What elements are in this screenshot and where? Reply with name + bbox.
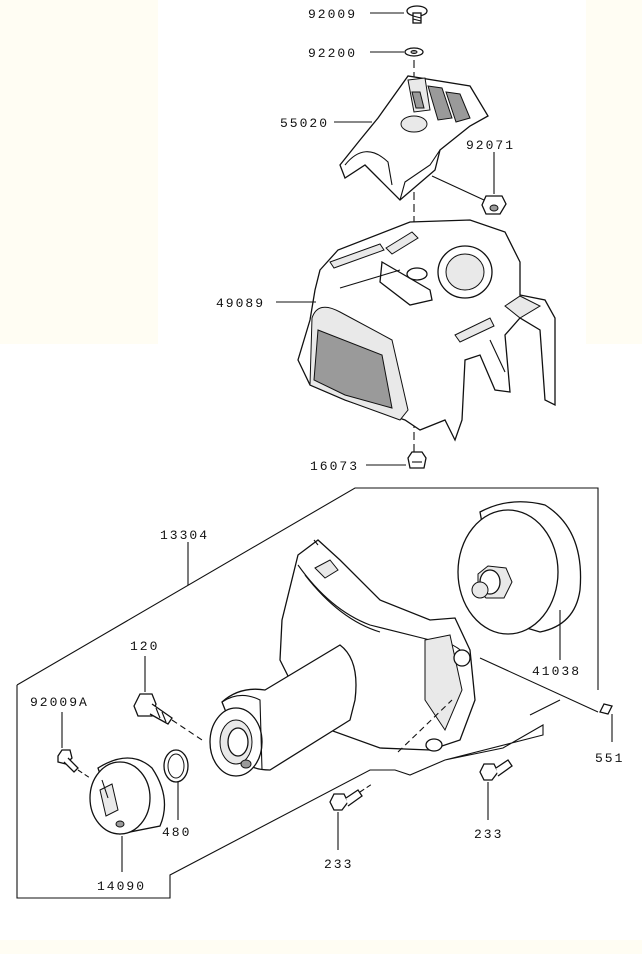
clip-92071 (431, 175, 507, 215)
label-14090: 14090 (97, 879, 146, 894)
group-frame-top (16, 487, 599, 690)
label-92009A: 92009A (30, 695, 89, 710)
label-233-right: 233 (474, 827, 503, 842)
label-480: 480 (162, 825, 191, 840)
group-frame-bottom (16, 685, 544, 899)
label-551: 551 (595, 751, 624, 766)
label-92071: 92071 (466, 138, 515, 153)
label-120: 120 (130, 639, 159, 654)
shroud-49089 (297, 219, 556, 442)
ring-480 (163, 749, 189, 820)
label-233-left: 233 (324, 857, 353, 872)
bottom-tint-panel (0, 940, 642, 954)
washer-92200 (404, 47, 424, 57)
label-13304: 13304 (160, 528, 209, 543)
screw-233-left (329, 783, 373, 850)
collar-14090 (89, 757, 166, 872)
cover-55020 (339, 75, 489, 201)
label-49089: 49089 (216, 296, 265, 311)
housing-tube (209, 644, 357, 777)
label-41038: 41038 (532, 664, 581, 679)
drum-41038 (457, 501, 582, 660)
right-tint-panel (586, 0, 642, 344)
label-16073: 16073 (310, 459, 359, 474)
screw-92009A (57, 712, 91, 779)
label-92200: 92200 (308, 46, 357, 61)
frame-tick (529, 699, 561, 716)
pin-551 (479, 657, 613, 742)
screw-92009 (406, 5, 428, 24)
axis-lower (397, 699, 453, 753)
screw-233-right (479, 759, 513, 820)
left-tint-panel (0, 0, 158, 344)
label-92009: 92009 (308, 7, 357, 22)
plug-16073 (407, 451, 427, 469)
bolt-120 (133, 656, 206, 743)
label-55020: 55020 (280, 116, 329, 131)
